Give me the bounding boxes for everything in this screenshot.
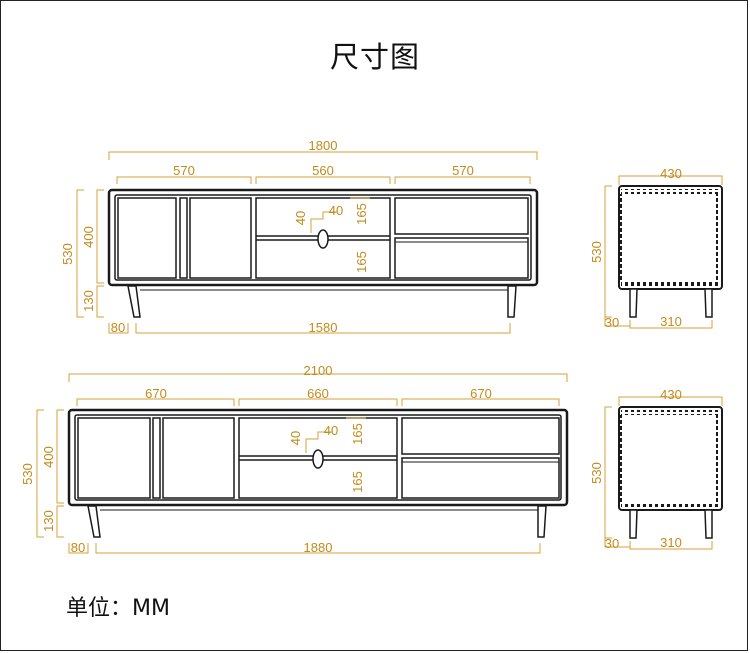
dim-height: 530 xyxy=(589,241,604,263)
dim-body-height: 400 xyxy=(41,446,56,468)
dim-leg-span: 310 xyxy=(660,314,682,329)
side-view-bottom xyxy=(618,406,723,539)
dim-section-left: 570 xyxy=(173,163,195,178)
dim-handle-height: 40 xyxy=(324,423,338,438)
side-view-top-dimensions: 430 530 30 310 xyxy=(589,166,723,330)
side-view-bottom-dimensions: 430 530 30 310 xyxy=(589,387,723,551)
dim-drawer-upper: 165 xyxy=(354,203,369,225)
dim-drawer-lower: 165 xyxy=(354,251,369,273)
unit-label: 单位：MM xyxy=(66,596,170,621)
dim-handle-width: 40 xyxy=(293,211,308,225)
dim-total-height: 530 xyxy=(60,243,75,265)
dim-leg-height: 130 xyxy=(81,290,96,312)
cabinet-2100-dimensions: 2100 670 660 670 530 400 130 80 1880 40 … xyxy=(20,363,568,555)
dim-leg-inset: 80 xyxy=(111,320,125,335)
dim-drawer-upper: 165 xyxy=(350,423,365,445)
page-title: 尺寸图 xyxy=(329,40,420,74)
dim-body-height: 400 xyxy=(81,226,96,248)
cabinet-1800-front-view xyxy=(107,188,539,318)
dim-section-left: 670 xyxy=(145,386,167,401)
cabinet-1800-dimensions: 1800 570 560 570 530 400 130 80 1580 40 … xyxy=(60,138,538,335)
dim-leg-inset: 30 xyxy=(605,315,619,330)
dim-overall-width: 1800 xyxy=(309,138,338,153)
dim-leg-span: 1580 xyxy=(309,320,338,335)
dim-handle-width: 40 xyxy=(288,431,303,445)
dim-total-height: 530 xyxy=(20,463,35,485)
dim-leg-inset: 30 xyxy=(605,536,619,551)
cabinet-2100-front-view xyxy=(67,408,569,538)
dim-leg-height: 130 xyxy=(41,510,56,532)
dim-depth: 430 xyxy=(660,166,682,181)
dim-height: 530 xyxy=(589,462,604,484)
dim-section-middle: 560 xyxy=(312,163,334,178)
dim-section-right: 570 xyxy=(452,163,474,178)
dim-leg-inset: 80 xyxy=(71,540,85,555)
dim-leg-span: 1880 xyxy=(304,540,333,555)
dim-section-middle: 660 xyxy=(307,386,329,401)
dim-overall-width: 2100 xyxy=(304,363,333,378)
dim-drawer-lower: 165 xyxy=(350,471,365,493)
dim-leg-span: 310 xyxy=(660,535,682,550)
dim-section-right: 670 xyxy=(470,386,492,401)
side-view-top xyxy=(618,185,723,318)
dim-handle-height: 40 xyxy=(329,203,343,218)
dim-depth: 430 xyxy=(660,387,682,402)
